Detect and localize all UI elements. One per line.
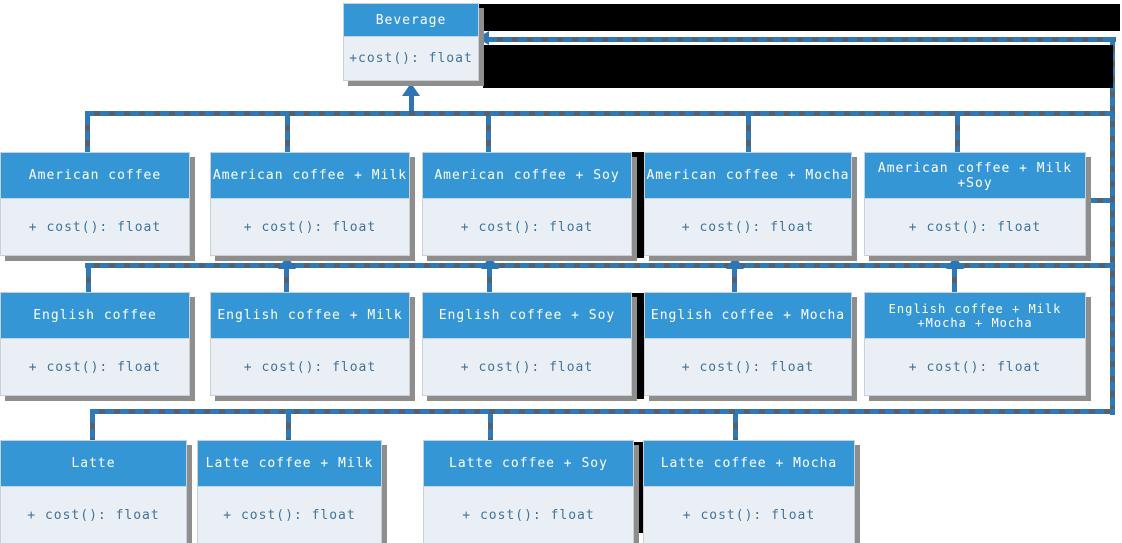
connector-bus-row3 xyxy=(90,409,1115,414)
connector-drop xyxy=(286,414,291,440)
class-box-english-coffee-milk-mocha-mocha[interactable]: English coffee + Milk +Mocha + Mocha + c… xyxy=(864,292,1086,396)
redaction-strip-row3 xyxy=(632,442,643,533)
class-method: + cost(): float xyxy=(460,359,594,375)
class-box-latte-coffee-milk[interactable]: Latte coffee + Milk + cost(): float xyxy=(197,440,382,543)
class-header: American coffee + Mocha xyxy=(645,153,851,199)
class-box-beverage[interactable]: Beverage +cost(): float xyxy=(343,3,479,81)
connector-drop xyxy=(90,414,95,440)
connector-drop xyxy=(732,268,737,292)
class-header: American coffee + Soy xyxy=(423,153,631,199)
class-method: + cost(): float xyxy=(908,359,1042,375)
connector-drop xyxy=(952,268,957,292)
connector-drop xyxy=(486,116,491,152)
class-box-latte-coffee-soy[interactable]: Latte coffee + Soy + cost(): float xyxy=(423,440,634,543)
class-box-english-coffee-soy[interactable]: English coffee + Soy + cost(): float xyxy=(422,292,632,396)
class-header: Beverage xyxy=(344,4,478,37)
note-arrow-icon xyxy=(477,31,489,45)
redaction-strip-row2 xyxy=(632,293,644,399)
connector-stub-right xyxy=(1088,198,1110,203)
connector-bus-row1 xyxy=(85,111,1115,116)
class-header: American coffee + Milk xyxy=(211,153,409,199)
class-header: American coffee + Milk +Soy xyxy=(865,153,1085,199)
connector-drop xyxy=(284,268,289,292)
class-method: + cost(): float xyxy=(460,219,594,235)
note-connector-line xyxy=(488,37,1116,42)
class-method: + cost(): float xyxy=(908,219,1042,235)
class-box-latte-coffee-mocha[interactable]: Latte coffee + Mocha + cost(): float xyxy=(643,440,855,543)
class-header: English coffee + Mocha xyxy=(645,293,851,339)
connector-drop xyxy=(488,414,493,440)
connector-drop xyxy=(746,116,751,152)
connector-bus-row2 xyxy=(85,263,1115,268)
redaction-strip-row1 xyxy=(632,152,644,258)
class-method: +cost(): float xyxy=(349,51,473,66)
class-box-english-coffee-mocha[interactable]: English coffee + Mocha + cost(): float xyxy=(644,292,852,396)
class-method: + cost(): float xyxy=(28,219,162,235)
class-method: + cost(): float xyxy=(682,507,816,523)
class-method: + cost(): float xyxy=(681,219,815,235)
inheritance-arrow-icon xyxy=(726,256,744,269)
connector-right-vertical xyxy=(1110,37,1115,415)
class-header: English coffee + Soy xyxy=(423,293,631,339)
connector-drop xyxy=(285,116,290,152)
class-header: Latte coffee + Mocha xyxy=(644,441,854,487)
class-method: + cost(): float xyxy=(223,507,356,523)
class-method: + cost(): float xyxy=(681,359,815,375)
class-header: English coffee + Milk xyxy=(211,293,409,339)
inheritance-arrow-icon xyxy=(946,256,964,269)
class-box-american-coffee-milk[interactable]: American coffee + Milk + cost(): float xyxy=(210,152,410,256)
redaction-bar-top xyxy=(479,4,1120,31)
inheritance-arrow-icon xyxy=(278,256,296,269)
inheritance-arrow-icon xyxy=(481,256,499,269)
class-header: English coffee xyxy=(1,293,189,339)
class-method: + cost(): float xyxy=(462,507,595,523)
connector-drop xyxy=(85,116,90,152)
class-header: English coffee + Milk +Mocha + Mocha xyxy=(865,293,1085,339)
class-method: + cost(): float xyxy=(27,507,160,523)
connector-drop xyxy=(733,414,738,440)
connector-drop xyxy=(487,268,492,292)
class-box-english-coffee-milk[interactable]: English coffee + Milk + cost(): float xyxy=(210,292,410,396)
class-method: + cost(): float xyxy=(243,359,377,375)
connector-drop xyxy=(86,268,91,292)
class-box-english-coffee[interactable]: English coffee + cost(): float xyxy=(0,292,190,396)
class-box-american-coffee-mocha[interactable]: American coffee + Mocha + cost(): float xyxy=(644,152,852,256)
class-header: Latte coffee + Soy xyxy=(424,441,633,487)
class-box-american-coffee-milk-soy[interactable]: American coffee + Milk +Soy + cost(): fl… xyxy=(864,152,1086,256)
class-header: Latte coffee + Milk xyxy=(198,441,381,487)
class-method: + cost(): float xyxy=(28,359,162,375)
class-box-latte[interactable]: Latte + cost(): float xyxy=(0,440,187,543)
inheritance-arrow-icon xyxy=(402,83,420,96)
class-box-american-coffee-soy[interactable]: American coffee + Soy + cost(): float xyxy=(422,152,632,256)
class-box-american-coffee[interactable]: American coffee + cost(): float xyxy=(0,152,190,256)
class-method: + cost(): float xyxy=(243,219,377,235)
class-header: American coffee xyxy=(1,153,189,199)
connector-drop xyxy=(955,116,960,152)
connector-beverage-stem xyxy=(409,95,414,112)
redaction-bar-note xyxy=(483,45,1113,88)
class-header: Latte xyxy=(1,441,186,487)
